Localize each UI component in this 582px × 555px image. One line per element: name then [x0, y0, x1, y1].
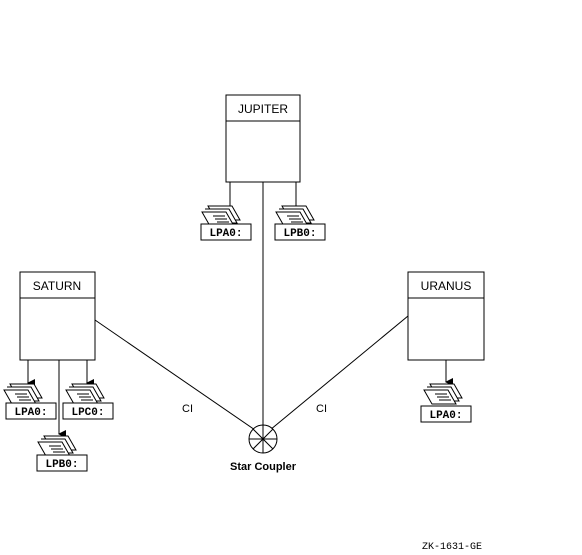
svg-text:LPB0:: LPB0:	[283, 228, 316, 240]
svg-text:LPB0:: LPB0:	[45, 459, 78, 471]
ci-link-uranus	[269, 315, 409, 431]
ci-label-left: CI	[182, 403, 193, 415]
ci-label-right: CI	[316, 403, 327, 415]
svg-text:LPA0:: LPA0:	[429, 410, 462, 422]
svg-text:LPA0:: LPA0:	[209, 228, 242, 240]
node-uranus-title: URANUS	[421, 279, 472, 293]
printer-icon	[423, 383, 463, 405]
figure-id: ZK-1631-GE	[422, 542, 482, 553]
printer-icon	[201, 205, 241, 227]
star-coupler-icon	[248, 424, 278, 454]
node-saturn: SATURN	[19, 271, 96, 361]
ci-link-saturn	[94, 319, 256, 431]
printer-icon	[65, 383, 105, 405]
svg-text:LPC0:: LPC0:	[71, 407, 104, 419]
device-saturn-lpa0: LPA0:	[5, 402, 57, 420]
device-saturn-lpb0: LPB0:	[36, 454, 88, 472]
printer-icon	[3, 383, 43, 405]
node-uranus: URANUS	[407, 271, 485, 361]
node-saturn-title: SATURN	[33, 279, 81, 293]
printer-icon	[37, 435, 77, 457]
printer-icon	[275, 205, 315, 227]
device-uranus-lpa0: LPA0:	[420, 405, 472, 423]
device-jupiter-lpa0: LPA0:	[200, 223, 252, 241]
device-saturn-lpc0: LPC0:	[62, 402, 114, 420]
star-coupler-label: Star Coupler	[230, 461, 297, 473]
device-jupiter-lpb0: LPB0:	[274, 223, 326, 241]
node-jupiter-title: JUPITER	[238, 102, 288, 116]
node-jupiter: JUPITER	[225, 94, 301, 183]
svg-text:LPA0:: LPA0:	[14, 407, 47, 419]
